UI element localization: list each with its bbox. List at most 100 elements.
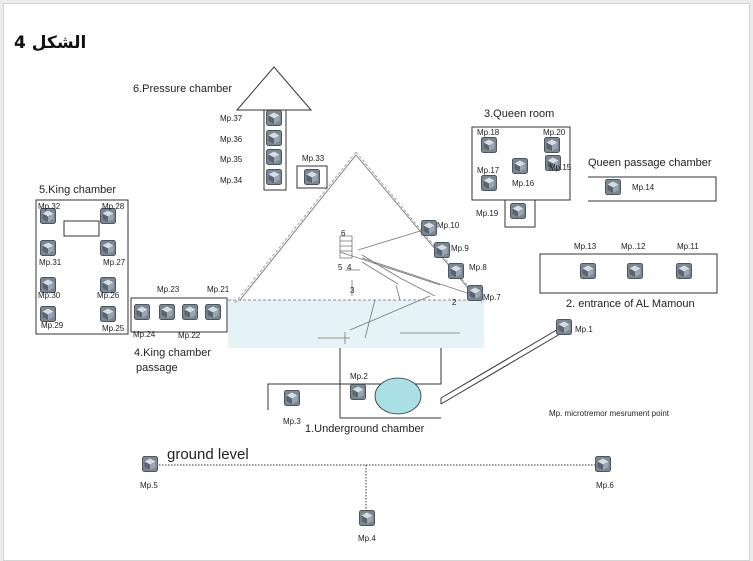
measurement-point-5: Mp.5 [140, 456, 158, 490]
measurement-point-label: Mp..12 [621, 242, 646, 251]
measurement-point-label: Mp.33 [302, 154, 325, 163]
sensor-icon [182, 304, 198, 320]
measurement-point-30: Mp.30 [38, 277, 61, 300]
measurement-point-20: Mp.20 [543, 128, 566, 153]
measurement-point-16: Mp.16 [512, 158, 535, 188]
mark-6: 6 [341, 229, 346, 238]
measurement-point-33: Mp.33 [302, 154, 325, 185]
measurement-point-4: Mp.4 [358, 510, 376, 543]
measurement-point-label: Mp.17 [477, 166, 500, 175]
measurement-point-21: Mp.21 [205, 285, 230, 320]
measurement-point-26: Mp.26 [97, 277, 120, 300]
sensor-icon [304, 169, 320, 185]
sensor-icon [350, 384, 366, 400]
measurement-point-label: Mp.1 [575, 325, 593, 334]
sensor-icon [142, 456, 158, 472]
mark-2: 2 [452, 298, 457, 307]
sensor-icon [205, 304, 221, 320]
sensor-icon [266, 149, 282, 165]
measurement-point-32: Mp.32 [38, 202, 61, 224]
figure-title: الشكل 4 [14, 33, 87, 53]
measurement-point-18: Mp.18 [477, 128, 500, 153]
sensor-icon [134, 304, 150, 320]
measurement-point-label: Mp.29 [41, 321, 64, 330]
measurement-point-label: Mp.27 [103, 258, 126, 267]
measurement-point-label: Mp.14 [632, 183, 655, 192]
interior-passages [318, 227, 471, 344]
measurement-point-label: Mp.3 [283, 417, 301, 426]
queen-room-outline [471, 126, 717, 228]
measurement-point-label: Mp.6 [596, 481, 614, 490]
measurement-point-label: Mp.34 [220, 176, 243, 185]
underground-chamber-pit [374, 377, 422, 415]
measurement-point-label: Mp.13 [574, 242, 597, 251]
king-chamber-outline [35, 199, 129, 335]
measurement-point-35: Mp.35 [220, 149, 282, 165]
sensor-icon [266, 169, 282, 185]
mamoun-entrance-outline [539, 253, 718, 294]
measurement-point-label: Mp.18 [477, 128, 500, 137]
measurement-point-14: Mp.14 [605, 179, 655, 195]
bedrock-area [228, 300, 484, 348]
sensor-icon [434, 242, 450, 258]
measurement-point-label: Mp.22 [178, 331, 201, 340]
sensor-icon [266, 110, 282, 126]
sensor-icon [467, 285, 483, 301]
label-king-passage: 4.King chamber [134, 347, 211, 359]
measurement-point-6: Mp.6 [595, 456, 614, 490]
underground-chamber-outline [267, 327, 561, 419]
label-king-chamber: 5.King chamber [39, 184, 116, 196]
measurement-point-34: Mp.34 [220, 169, 282, 185]
measurement-point-label: Mp.7 [483, 293, 501, 302]
measurement-point-15: Mp.15 [545, 155, 572, 172]
measurement-point-label: Mp.4 [358, 534, 376, 543]
measurement-point-label: Mp.2 [350, 372, 368, 381]
sensor-icon [512, 158, 528, 174]
measurement-point-label: Mp.5 [140, 481, 158, 490]
measurement-point-label: Mp.11 [677, 242, 699, 251]
mark-4: 4 [347, 263, 352, 272]
sensor-icon [580, 263, 596, 279]
measurement-point-label: Mp.19 [476, 209, 499, 218]
king-passage-outline [130, 297, 228, 333]
label-mamoun-entrance: 2. entrance of AL Mamoun [566, 298, 695, 310]
measurement-point-label: Mp.35 [220, 155, 243, 164]
measurement-point-1: Mp.1 [556, 319, 593, 335]
sensor-icon [100, 306, 116, 322]
measurement-point-8: Mp.8 [448, 263, 487, 279]
measurement-point-7: Mp.7 [467, 285, 501, 302]
measurement-point-label: Mp.31 [39, 258, 62, 267]
sensor-icon [40, 306, 56, 322]
label-queen-room: 3.Queen room [484, 108, 554, 120]
measurement-point-label: Mp.20 [543, 128, 566, 137]
measurement-point-12: Mp..12 [621, 242, 646, 279]
measurement-point-29: Mp.29 [40, 306, 64, 330]
measurement-point-24: Mp.24 [133, 304, 156, 339]
sensor-icon [595, 456, 611, 472]
label-queen-passage: Queen passage chamber [588, 157, 712, 169]
label-king-passage-2: passage [136, 362, 178, 374]
sensor-icon [421, 220, 437, 236]
sensor-icon [159, 304, 175, 320]
measurement-point-2: Mp.2 [350, 372, 368, 400]
measurement-point-28: Mp.28 [100, 202, 125, 224]
sensor-icon [605, 179, 621, 195]
measurement-point-3: Mp.3 [283, 390, 301, 426]
sensor-icon [448, 263, 464, 279]
measurement-point-label: Mp.21 [207, 285, 230, 294]
sensor-icon [481, 175, 497, 191]
measurement-point-label: Mp.32 [38, 202, 61, 211]
measurement-point-label: Mp.25 [102, 324, 125, 333]
measurement-point-label: Mp.10 [437, 221, 460, 230]
measurement-point-31: Mp.31 [39, 240, 62, 267]
label-pressure-chamber: 6.Pressure chamber [133, 83, 232, 95]
measurement-point-11: Mp.11 [676, 242, 699, 279]
measurement-point-label: Mp.30 [38, 291, 61, 300]
mark-5: 5 [338, 263, 343, 272]
sensor-icon [284, 390, 300, 406]
measurement-point-label: Mp.16 [512, 179, 535, 188]
measurement-point-22: Mp.22 [178, 304, 201, 340]
sensor-icon [544, 137, 560, 153]
measurement-point-25: Mp.25 [100, 306, 125, 333]
